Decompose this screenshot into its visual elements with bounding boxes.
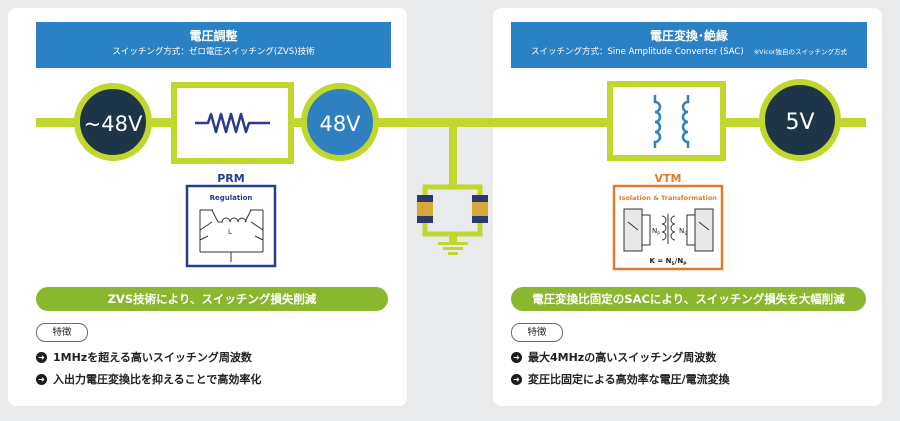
regulator-box	[171, 82, 294, 164]
vtm-ratio-label: K = NS/NP	[649, 257, 687, 267]
arrow-circle-icon: ➜	[511, 374, 522, 385]
left-header-title: 電圧調整	[189, 29, 238, 43]
prm-circuit-icon	[199, 209, 264, 262]
prm-inner-label: Regulation	[210, 194, 253, 202]
right-header-title: 電圧変換･絶縁	[649, 29, 728, 43]
resistor-icon	[195, 112, 270, 134]
secondary-coil-icon	[681, 95, 690, 148]
left-feature-list: ➜1MHzを超える高いスイッチング周波数 ➜入出力電圧変換比を抑えることで高効率…	[36, 351, 261, 395]
right-header-subtitle: スイッチング方式：Sine Amplitude Converter (SAC)	[531, 47, 744, 57]
arrow-circle-icon: ➜	[511, 352, 522, 363]
left-header: 電圧調整 スイッチング方式：ゼロ電圧スイッチング(ZVS)技術	[36, 22, 391, 68]
right-header-note: ※Vicor独自のスイッチング方式	[753, 48, 847, 56]
right-header-subtitle-row: スイッチング方式：Sine Amplitude Converter (SAC) ※…	[511, 47, 867, 58]
input-voltage-text: ~48V	[84, 112, 143, 136]
list-item: ➜最大4MHzの高いスイッチング周波数	[511, 351, 730, 373]
output-voltage-text: 5V	[785, 110, 814, 135]
intermediate-voltage-text: 48V	[319, 112, 361, 136]
right-features-tag: 特徴	[511, 323, 563, 342]
left-features-tag: 特徴	[36, 323, 88, 342]
left-summary-pill: ZVS技術により、スイッチング損失削減	[36, 287, 388, 311]
capacitor-left-icon	[417, 195, 433, 223]
ground-icon	[438, 232, 468, 255]
intermediate-voltage-circle	[301, 83, 379, 161]
vtm-primary-label: NP	[652, 227, 660, 237]
vtm-circuit-icon	[623, 208, 714, 252]
input-voltage-circle	[74, 83, 152, 161]
arrow-circle-icon: ➜	[36, 352, 47, 363]
vtm-module-label: VTM	[654, 172, 682, 185]
right-header: 電圧変換･絶縁 スイッチング方式：Sine Amplitude Converte…	[511, 22, 867, 68]
left-header-subtitle: スイッチング方式：ゼロ電圧スイッチング(ZVS)技術	[112, 47, 315, 57]
capacitor-loop	[422, 184, 483, 237]
prm-inductor-label: L	[228, 228, 232, 236]
vtm-inner-label: Isolation & Transformation	[619, 194, 717, 202]
capacitor-stem	[449, 122, 457, 187]
transformer-box	[607, 81, 726, 161]
prm-module-label: PRM	[217, 172, 245, 185]
vtm-secondary-label: NS	[679, 227, 687, 237]
capacitor-right-icon	[472, 195, 488, 223]
arrow-circle-icon: ➜	[36, 374, 47, 385]
right-feature-list: ➜最大4MHzの高いスイッチング周波数 ➜変圧比固定による高効率な電圧/電流変換	[511, 351, 730, 395]
list-item: ➜入出力電圧変換比を抑えることで高効率化	[36, 373, 261, 395]
right-summary-pill: 電圧変換比固定のSACにより、スイッチング損失を大幅削減	[511, 287, 866, 311]
output-voltage-circle	[759, 79, 841, 161]
list-item: ➜変圧比固定による高効率な電圧/電流変換	[511, 373, 730, 395]
primary-coil-icon	[653, 95, 662, 148]
list-item: ➜1MHzを超える高いスイッチング周波数	[36, 351, 261, 373]
